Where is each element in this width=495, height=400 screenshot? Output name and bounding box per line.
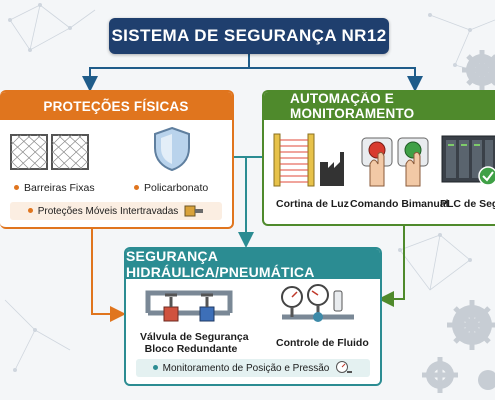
item-label-line1: Válvula de Segurança xyxy=(140,331,249,343)
strip-label: Monitoramento de Posição e Pressão xyxy=(162,362,330,374)
bullet-dot xyxy=(27,207,33,213)
item-barreiras-fixas: Barreiras Fixas xyxy=(14,182,95,194)
page-title: SISTEMA DE SEGURANÇA NR12 xyxy=(109,18,389,54)
automation-header: AUTOMAÇÃO E MONITORAMENTO xyxy=(264,92,495,121)
hydraulic-panel: SEGURANÇA HIDRÁULICA/PNEUMÁTICA Válvula … xyxy=(124,247,382,386)
item-plc-de-seguranca: PLC de Segurança xyxy=(440,198,495,210)
item-comando-bimanual: Comando Bimanual xyxy=(350,198,449,210)
interlock-strip: Proteções Móveis Intertravadas xyxy=(10,202,222,220)
bullet-dot xyxy=(14,184,19,190)
hydraulic-header: SEGURANÇA HIDRÁULICA/PNEUMÁTICA xyxy=(126,249,380,280)
two-hand-control-icon xyxy=(361,137,429,187)
item-valvula-seguranca: Válvula de Segurança Bloco Redundante xyxy=(140,331,249,355)
item-policarbonato: Policarbonato xyxy=(134,182,208,194)
valve-block-icon xyxy=(145,290,233,322)
physical-protections-header: PROTEÇÕES FÍSICAS xyxy=(0,92,232,120)
item-controle-de-fluido: Controle de Fluido xyxy=(276,337,369,349)
light-curtain-icon xyxy=(273,133,344,187)
item-cortina-de-luz: Cortina de Luz xyxy=(276,198,349,210)
item-label: Barreiras Fixas xyxy=(24,182,95,194)
shield-icon xyxy=(154,126,190,172)
gauge-icon xyxy=(281,284,354,322)
item-label-line2: Bloco Redundante xyxy=(144,343,238,355)
pressure-sensor-icon xyxy=(336,361,353,373)
bullet-dot xyxy=(152,364,158,370)
strip-label: Proteções Móveis Intertravadas xyxy=(37,205,179,217)
monitoring-strip: Monitoramento de Posição e Pressão xyxy=(136,359,370,377)
fence-icon xyxy=(10,134,89,170)
plc-icon xyxy=(441,135,495,186)
item-label: Policarbonato xyxy=(144,182,209,194)
interlock-switch-icon xyxy=(184,205,204,217)
automation-panel: AUTOMAÇÃO E MONITORAMENTO Cortina de Luz… xyxy=(262,90,495,226)
physical-protections-panel: PROTEÇÕES FÍSICAS Barreiras Fixas Polica… xyxy=(0,90,234,229)
bullet-dot xyxy=(134,184,139,190)
